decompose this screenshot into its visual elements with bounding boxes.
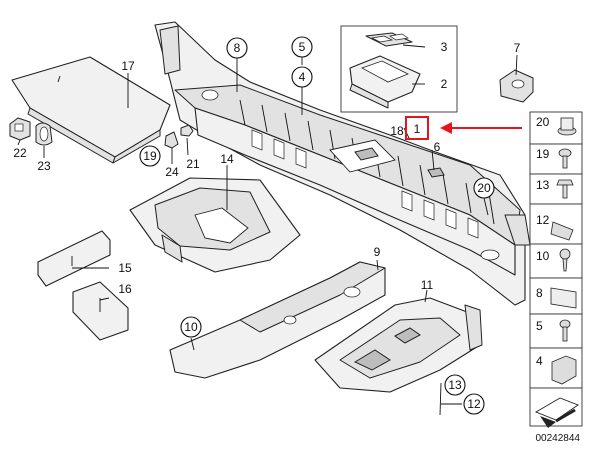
part-21-plug: [180, 124, 194, 137]
legend-cell-13: [529, 173, 583, 205]
legend-icon-5: [559, 319, 571, 342]
legend-label-13: 13: [536, 178, 550, 192]
highlight-box: [405, 116, 429, 140]
part-14-spare-wheel-well: [129, 177, 301, 273]
legend-label-8: 8: [536, 286, 543, 300]
callout-1: 1: [414, 122, 421, 136]
legend-icon-19: [558, 148, 572, 169]
callout-4: 4: [299, 70, 306, 84]
legend-column: 20 19 13 12 10 8: [529, 111, 583, 428]
callout-13: 13: [448, 378, 462, 392]
legend-cell-5: [529, 313, 583, 349]
legend-cell-19: [529, 143, 583, 175]
callout-17: 17: [121, 59, 135, 73]
part-3-pad: [365, 32, 413, 47]
legend-label-10: 10: [536, 249, 550, 263]
inset-box: [340, 25, 458, 113]
callout-21: 21: [186, 157, 200, 171]
callout-9: 9: [374, 245, 381, 259]
callout-23: 23: [37, 159, 51, 173]
reference-number: 00242844: [536, 433, 581, 444]
part-22-clip: [9, 117, 31, 141]
callout-15: 15: [118, 261, 132, 275]
part-23-grommet: [35, 122, 53, 146]
callout-18: 18: [390, 124, 404, 138]
callout-20: 20: [477, 181, 491, 195]
callout-19: 19: [143, 149, 157, 163]
legend-arrow-icon: [534, 397, 579, 428]
legend-icon-10: [559, 248, 571, 272]
legend-label-19: 19: [536, 147, 550, 161]
legend-icon-20: [557, 117, 577, 136]
callout-10: 10: [184, 320, 198, 334]
callouts: 8 5 4 19 20 10 13 12 17 22 23 24 21 14 3…: [13, 36, 521, 415]
legend-icon-12: [550, 221, 574, 241]
main-rear-panel: [154, 21, 531, 306]
part-24-clip: [164, 131, 179, 149]
legend-icon-4: [551, 355, 577, 385]
callout-6: 6: [434, 140, 441, 154]
callout-3: 3: [441, 40, 448, 54]
part-6-pad: [427, 167, 445, 178]
part-11-battery-tray: [314, 297, 483, 393]
callout-2: 2: [441, 77, 448, 91]
callout-22: 22: [13, 146, 27, 160]
callout-8: 8: [234, 41, 241, 55]
callout-7: 7: [514, 41, 521, 55]
highlight-arrow: [440, 122, 522, 134]
part-7-bracket: [499, 69, 534, 103]
part-9-crossmember: [169, 261, 386, 379]
part-17-floor-board: [11, 56, 171, 164]
legend-label-12: 12: [536, 213, 550, 227]
legend-label-4: 4: [536, 354, 543, 368]
leader-lines: [17, 44, 518, 416]
callout-12: 12: [467, 397, 481, 411]
part-2-cover: [349, 55, 421, 109]
callout-5: 5: [299, 40, 306, 54]
legend-icon-13: [556, 179, 574, 199]
callout-24: 24: [165, 165, 179, 179]
legend-label-5: 5: [536, 319, 543, 333]
callout-14: 14: [220, 152, 234, 166]
part-15-panel: [37, 230, 111, 287]
callout-11: 11: [421, 278, 434, 292]
legend-label-20: 20: [536, 115, 550, 129]
legend-icon-8: [550, 287, 577, 309]
part-16-panel: [72, 281, 129, 341]
callout-16: 16: [118, 282, 132, 296]
